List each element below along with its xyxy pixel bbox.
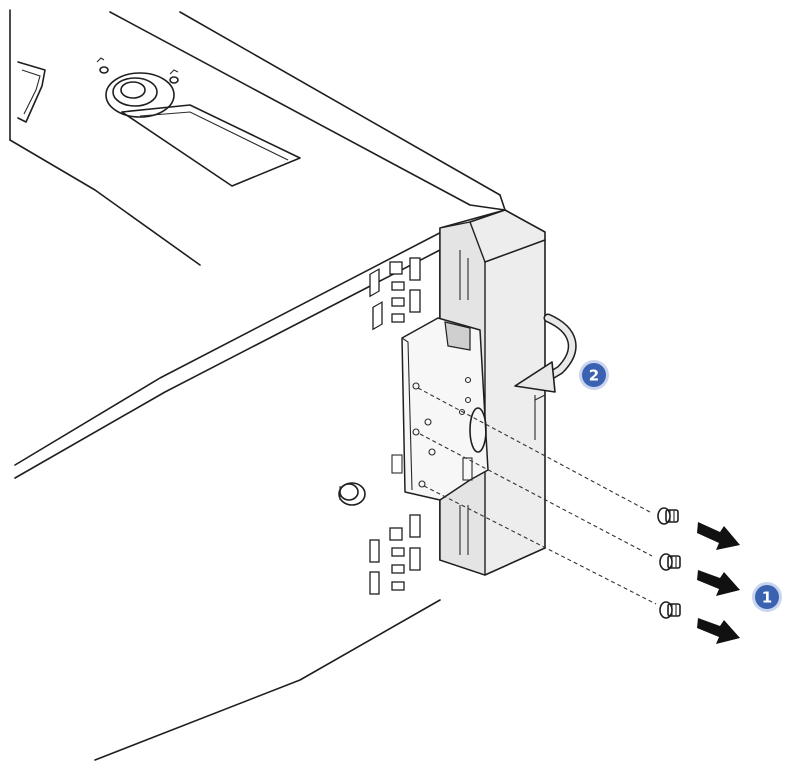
lower-vents xyxy=(369,514,421,595)
rotate-arrow-icon xyxy=(514,313,577,393)
lock-icon xyxy=(96,57,179,118)
side-thumbscrew xyxy=(338,482,366,506)
callout-step-2: 2 xyxy=(579,360,609,390)
top-cover-cutout xyxy=(17,61,46,123)
upper-vents xyxy=(369,257,421,331)
screw-guide-lines xyxy=(417,387,657,605)
label-recess xyxy=(121,104,301,187)
screw-icon xyxy=(657,507,681,619)
callout-step-1: 1 xyxy=(752,582,782,612)
chassis-side-face xyxy=(14,224,456,761)
mounting-plate xyxy=(391,317,489,501)
callout-step-2-label: 2 xyxy=(589,367,599,385)
removal-arrow-icon xyxy=(697,522,740,644)
callout-step-1-label: 1 xyxy=(762,589,772,607)
